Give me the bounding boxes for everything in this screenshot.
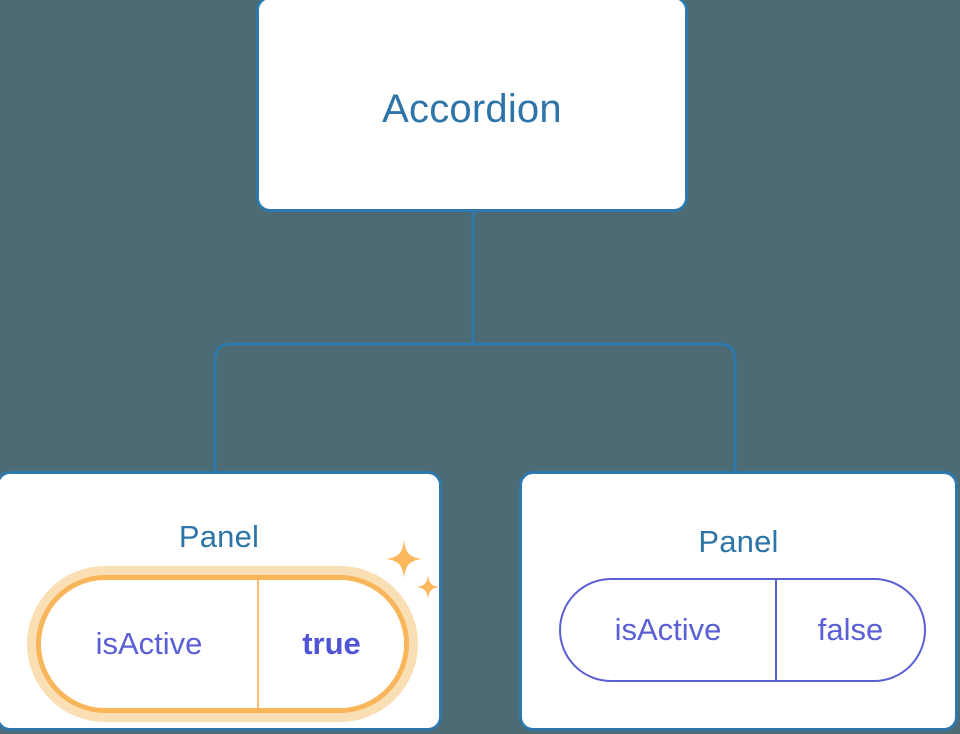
prop-key: isActive xyxy=(41,580,259,708)
prop-pill-isactive-false[interactable]: isActive false xyxy=(559,578,926,682)
node-panel-right-title: Panel xyxy=(698,524,779,559)
connector-branch-right xyxy=(471,342,737,476)
node-panel-left[interactable]: Panel isActive true xyxy=(0,471,442,731)
node-panel-left-title: Panel xyxy=(178,519,260,554)
prop-value: true xyxy=(302,626,361,661)
prop-key: isActive xyxy=(561,580,777,680)
node-panel-right[interactable]: Panel isActive false xyxy=(519,471,958,731)
node-accordion-title: Accordion xyxy=(382,87,562,131)
node-accordion[interactable]: Accordion xyxy=(256,0,688,212)
prop-value: false xyxy=(817,612,884,647)
prop-pill-isactive-true[interactable]: isActive true xyxy=(36,575,409,713)
connector-branch-left xyxy=(213,342,475,476)
